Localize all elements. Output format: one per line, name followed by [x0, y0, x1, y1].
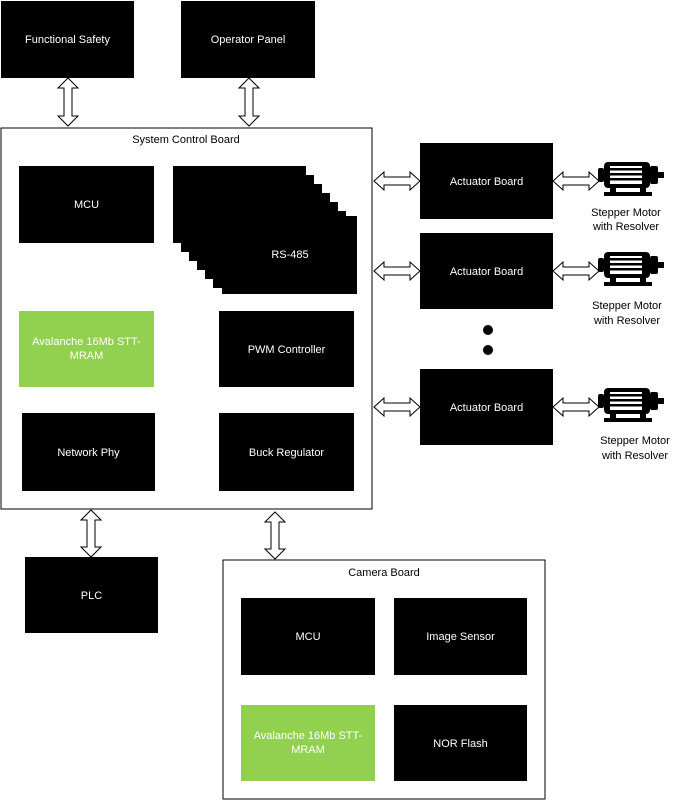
camera-board: Camera Board MCU Image Sensor Avalanche …: [222, 559, 546, 800]
double-arrow-icon: [552, 170, 600, 192]
motor-2-label-line1: Stepper Motor: [592, 300, 662, 312]
double-arrow-icon: [263, 511, 287, 560]
camera-mcu-block: MCU: [241, 598, 375, 675]
camera-mcu-label: MCU: [295, 631, 320, 643]
pwm-controller-label: PWM Controller: [248, 344, 326, 356]
actuator-board-1: Actuator Board: [420, 143, 553, 219]
network-phy-label: Network Phy: [57, 447, 120, 459]
actuator-board-3: Actuator Board: [420, 369, 553, 445]
buck-regulator-block: Buck Regulator: [219, 413, 354, 491]
stepper-motor-icon: [598, 252, 664, 286]
double-arrow-icon: [79, 509, 103, 558]
nor-flash-label: NOR Flash: [433, 738, 487, 750]
actuator-board-3-label: Actuator Board: [450, 402, 523, 414]
image-sensor-label: Image Sensor: [426, 631, 495, 643]
operator-panel-block: Operator Panel: [181, 1, 315, 78]
scb-mram-label-line1: Avalanche 16Mb STT-: [32, 336, 141, 348]
camera-mram-label-line1: Avalanche 16Mb STT-: [254, 730, 363, 742]
stepper-motor-icon: [598, 162, 664, 196]
plc-label: PLC: [81, 590, 102, 602]
motor-3-label-line2: with Resolver: [601, 450, 668, 462]
actuator-board-2: Actuator Board: [420, 233, 553, 309]
ellipsis-dots-icon: [483, 325, 493, 355]
stepper-motor-icon: [598, 388, 664, 422]
double-arrow-icon: [56, 77, 80, 127]
double-arrow-icon: [373, 396, 421, 418]
double-arrow-icon: [552, 396, 600, 418]
scb-mram-block: Avalanche 16Mb STT- MRAM: [19, 311, 154, 387]
double-arrow-icon: [373, 170, 421, 192]
actuator-board-1-label: Actuator Board: [450, 176, 523, 188]
camera-board-title: Camera Board: [348, 567, 420, 579]
motor-1-label-line2: with Resolver: [592, 221, 659, 233]
rs485-stack: RS-485: [173, 166, 357, 294]
scb-mram-label-line2: MRAM: [70, 350, 104, 362]
nor-flash-block: NOR Flash: [394, 705, 527, 781]
rs485-label: RS-485: [271, 249, 308, 261]
functional-safety-label: Functional Safety: [25, 34, 110, 46]
camera-mram-block: Avalanche 16Mb STT- MRAM: [241, 705, 375, 781]
image-sensor-block: Image Sensor: [394, 598, 527, 675]
motor-3-label-line1: Stepper Motor: [600, 435, 670, 447]
pwm-controller-block: PWM Controller: [219, 311, 354, 387]
camera-mram-label-line2: MRAM: [291, 744, 325, 756]
scb-mcu-block: MCU: [19, 166, 154, 243]
scb-mcu-label: MCU: [74, 199, 99, 211]
system-control-board: System Control Board MCU RS-485 Avalanch…: [0, 127, 373, 510]
plc-block: PLC: [25, 557, 158, 633]
network-phy-block: Network Phy: [22, 413, 155, 491]
buck-regulator-label: Buck Regulator: [249, 447, 325, 459]
actuator-board-2-label: Actuator Board: [450, 266, 523, 278]
motor-1-label-line1: Stepper Motor: [591, 207, 661, 219]
system-control-board-title: System Control Board: [132, 134, 240, 146]
double-arrow-icon: [373, 260, 421, 282]
motor-2-label-line2: with Resolver: [593, 315, 660, 327]
operator-panel-label: Operator Panel: [211, 34, 286, 46]
functional-safety-block: Functional Safety: [1, 1, 134, 78]
double-arrow-icon: [552, 260, 600, 282]
double-arrow-icon: [237, 77, 261, 127]
